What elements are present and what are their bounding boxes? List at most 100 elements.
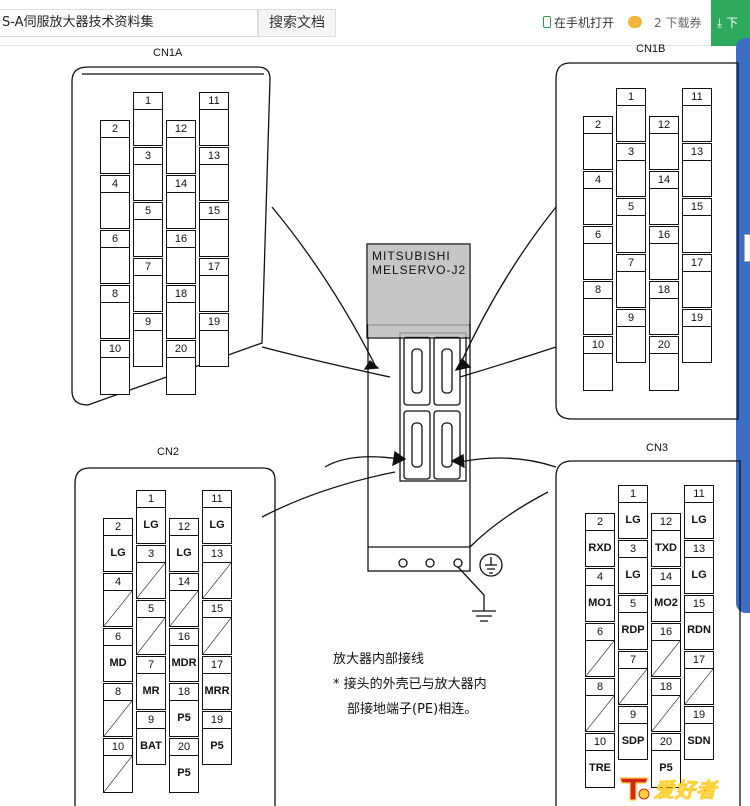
note-line-1: * 接头的外壳已与放大器内	[333, 677, 487, 692]
cn1b-pin-20-signal	[649, 353, 679, 391]
cn1a-pin-11: 11	[199, 92, 229, 110]
cn1b-pin-19-signal	[682, 325, 712, 363]
cn1a-pin-13-signal	[199, 164, 229, 202]
cn3-pin-10-signal: TRE	[585, 750, 615, 788]
wiring-diagram: CN1A CN1B CN2 CN3 MITSUBISHI MELSERVO-J2…	[0, 43, 750, 806]
cn2-pin-9: 9	[136, 710, 166, 729]
cn3-pin-16: 16	[651, 623, 681, 641]
cn1a-pin-5-signal	[133, 219, 163, 257]
cn1a-pin-12-signal	[166, 136, 196, 174]
cn1b-housing	[555, 62, 739, 420]
cn3-pin-19-signal: SDN	[684, 722, 714, 760]
cn2-pin-10-signal	[103, 755, 133, 793]
cn1b-pin-12: 12	[649, 115, 679, 134]
cn1b-pin-17-signal	[682, 270, 712, 308]
side-panel-tab[interactable]	[744, 234, 750, 262]
cn1b-pin-18-signal	[649, 298, 679, 336]
cn1b-pin-9: 9	[616, 308, 646, 327]
cn1a-pin-18-signal	[166, 302, 196, 340]
cn1a-pin-14: 14	[166, 174, 196, 193]
cn3-pin-11: 11	[684, 485, 714, 503]
cn1b-pin-3-signal	[616, 160, 646, 198]
cn3-pin-7-signal	[618, 667, 648, 705]
cn1b-pin-1: 1	[616, 88, 646, 106]
cn1a-housing	[71, 66, 271, 406]
cn2-pin-1-signal: LG	[136, 507, 166, 545]
cn2-pin-14: 14	[169, 572, 199, 591]
cn1b-pin-16: 16	[649, 226, 679, 244]
cn1a-pin-15: 15	[199, 202, 229, 221]
cn2-label: CN2	[157, 446, 180, 458]
cn1b-pin-5: 5	[616, 198, 646, 217]
cn2-pin-20: 20	[169, 738, 199, 757]
cn3-pin-5: 5	[618, 595, 648, 614]
cn1a-pin-15-signal	[199, 219, 229, 257]
cn3-pin-2: 2	[585, 512, 615, 531]
cn2-pin-14-signal	[169, 589, 199, 627]
cn2-pin-10: 10	[103, 738, 133, 757]
cn1b-pin-10: 10	[583, 336, 613, 355]
cn1a-pin-19: 19	[199, 312, 229, 331]
cn2-pin-18-signal: P5	[169, 700, 199, 738]
cn3-pin-9: 9	[618, 705, 648, 724]
cn3-pin-1-signal: LG	[618, 502, 648, 540]
cn3-pin-1: 1	[618, 485, 648, 503]
search-document-button[interactable]: 搜索文档	[258, 9, 336, 37]
cn3-pin-3: 3	[618, 540, 648, 559]
cn3-pin-14: 14	[651, 567, 681, 586]
cn3-pin-17: 17	[684, 650, 714, 669]
cn1b-pin-15-signal	[682, 215, 712, 253]
cn1b-pin-15: 15	[682, 198, 712, 217]
cn1b-pin-19: 19	[682, 308, 712, 327]
amplifier-label-plate	[366, 243, 471, 339]
download-vouchers: 2 下载券	[628, 14, 701, 31]
cn1b-pin-6: 6	[583, 226, 613, 244]
cn1a-pin-16-signal	[166, 247, 196, 285]
cn1b-pin-13: 13	[682, 143, 712, 162]
cn2-pin-13-signal	[202, 562, 232, 600]
cn3-label: CN3	[646, 442, 669, 454]
cn1a-pin-6: 6	[100, 230, 130, 248]
cn1b-label: CN1B	[636, 43, 666, 55]
cn1a-pin-13: 13	[199, 147, 229, 166]
cn1b-pin-8: 8	[583, 281, 613, 300]
download-button[interactable]: ⤓ 下	[711, 0, 750, 46]
cn1a-pin-10: 10	[100, 340, 130, 359]
cn2-pin-15: 15	[202, 600, 232, 619]
cn3-pin-19: 19	[684, 705, 714, 724]
cn3-housing	[572, 460, 741, 806]
cn1b-pin-2-signal	[583, 132, 613, 170]
cn2-pin-6: 6	[103, 628, 133, 646]
note-line-2: 部接地端子(PE)相连。	[347, 702, 478, 717]
cn3-pin-15-signal: RDN	[684, 612, 714, 650]
vouchers-label: 2 下载券	[654, 16, 702, 30]
cn2-pin-7: 7	[136, 655, 166, 674]
cn1a-pin-20: 20	[166, 340, 196, 359]
diagram-drawing	[71, 62, 741, 806]
cn2-pin-3-signal	[136, 562, 166, 600]
amplifier-model: MELSERVO-J2	[372, 263, 467, 277]
cn1a-pin-1-signal	[133, 109, 163, 147]
cn2-pin-20-signal: P5	[169, 755, 199, 793]
cn3-pin-6: 6	[585, 623, 615, 641]
cn2-pin-9-signal: BAT	[136, 727, 166, 765]
cn2-pin-19: 19	[202, 710, 232, 729]
cn2-pin-7-signal: MR	[136, 672, 166, 710]
cn1a-pin-11-signal	[199, 109, 229, 147]
cn2-pin-19-signal: P5	[202, 727, 232, 765]
watermark-logo-icon	[619, 777, 650, 801]
cn2-pin-2-signal: LG	[103, 534, 133, 572]
cn1a-pin-7: 7	[133, 257, 163, 276]
cn1b-pin-3: 3	[616, 143, 646, 162]
open-on-mobile-label: 在手机打开	[554, 16, 615, 30]
cn1a-pin-10-signal	[100, 357, 130, 395]
cn1b-pin-4-signal	[583, 187, 613, 225]
cn3-pin-11-signal: LG	[684, 502, 714, 540]
cn3-pin-5-signal: RDP	[618, 612, 648, 650]
cn3-pin-6-signal	[585, 640, 615, 678]
cn1a-pin-19-signal	[199, 329, 229, 367]
cn1b-pin-4: 4	[583, 170, 613, 189]
cn1b-pin-11-signal	[682, 105, 712, 143]
cn1b-pin-1-signal	[616, 105, 646, 143]
open-on-mobile-link[interactable]: 在手机打开	[543, 14, 614, 31]
